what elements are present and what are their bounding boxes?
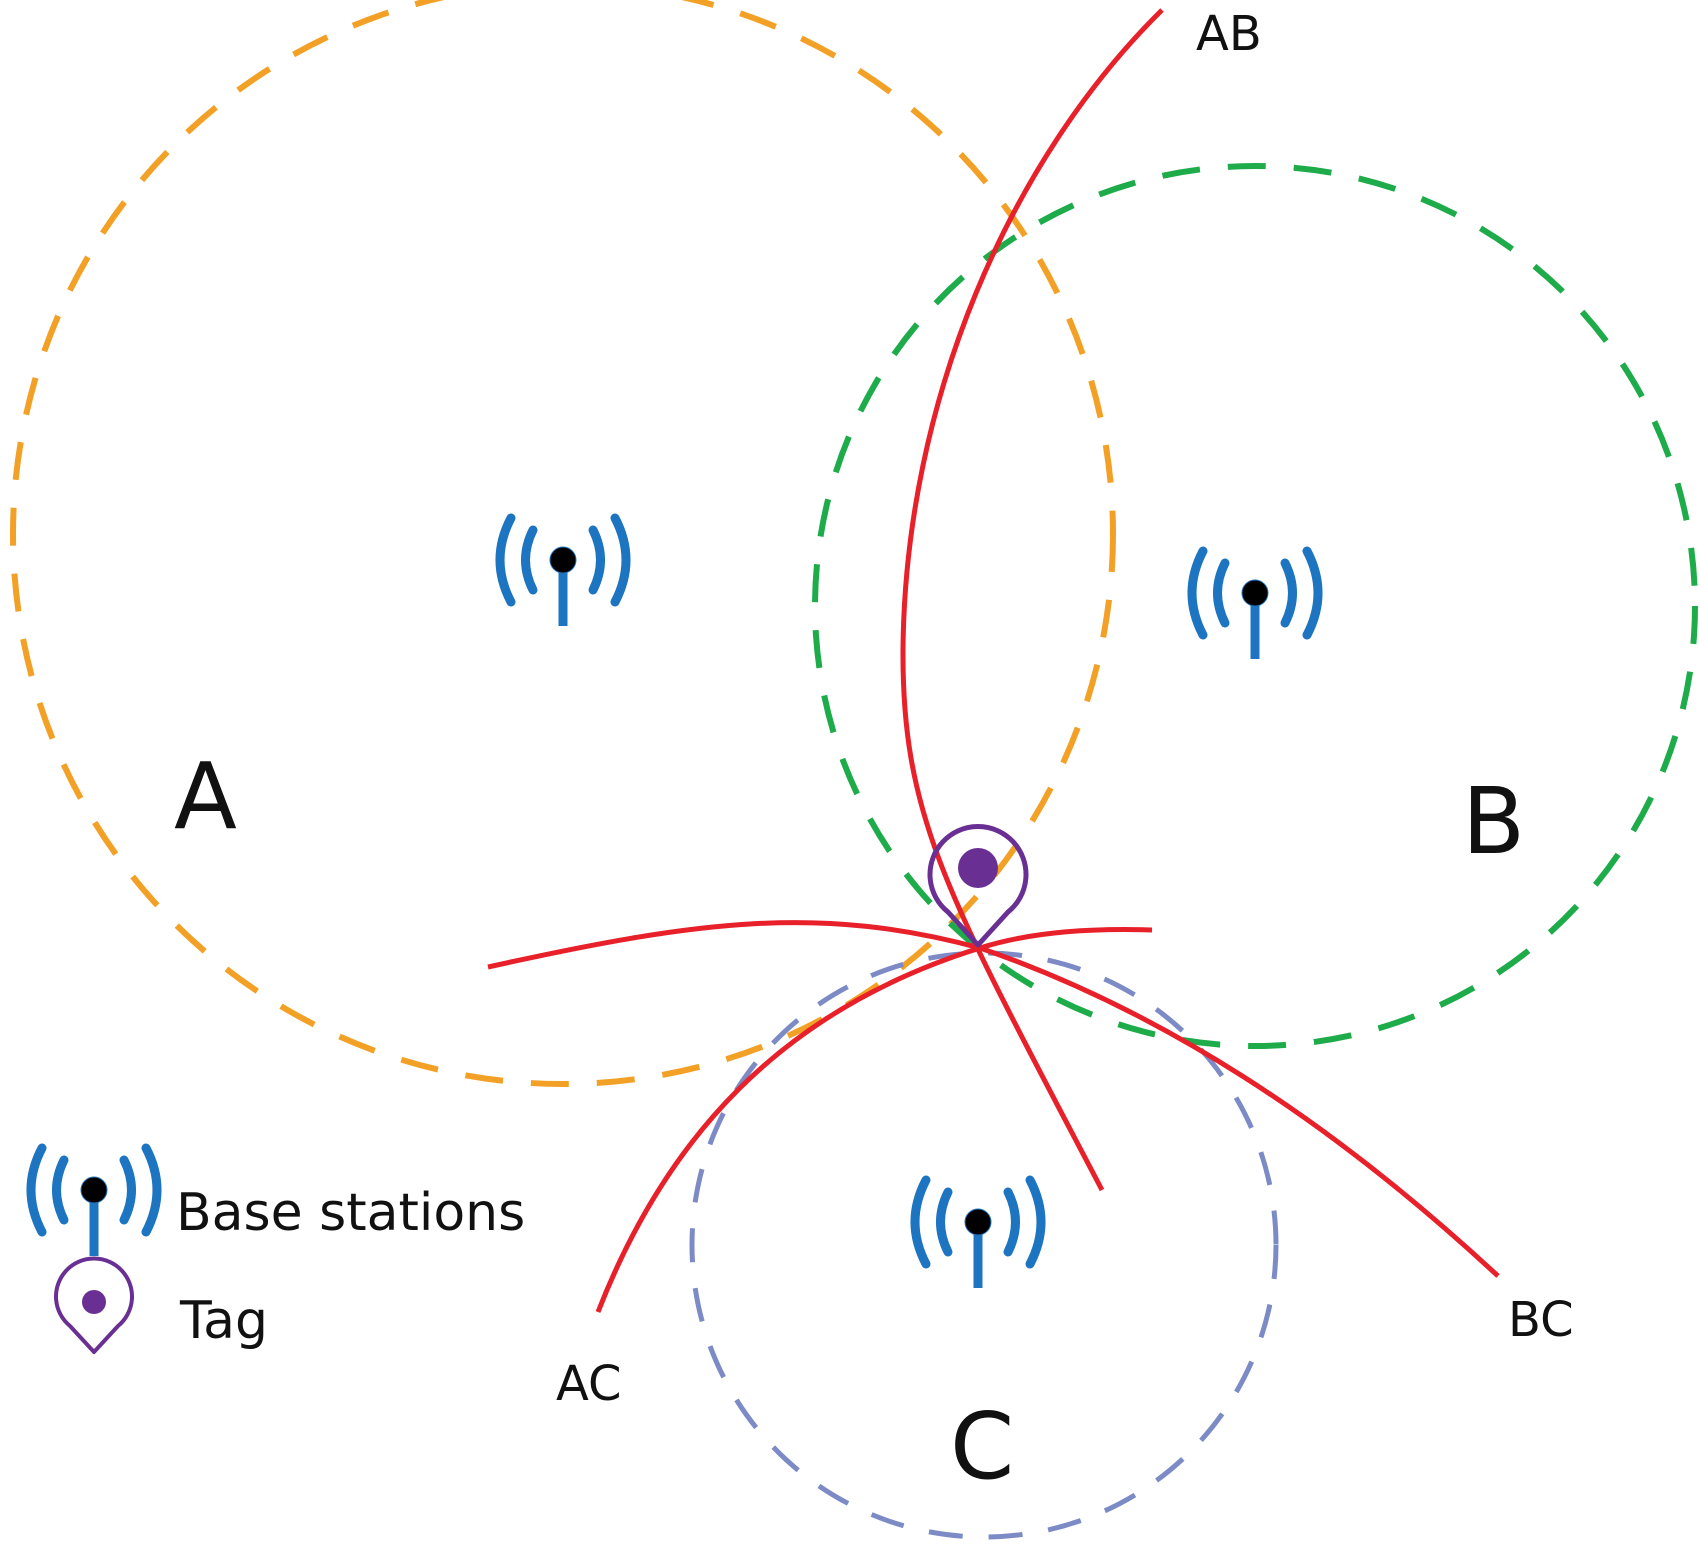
legend-item-tag: Tag <box>54 1256 268 1354</box>
station-label-a: A <box>174 743 237 850</box>
curve-label-ab: AB <box>1196 6 1262 62</box>
hyperbola-ac <box>487 920 989 1313</box>
coverage-circle-c <box>689 950 1279 1540</box>
station-label-b: B <box>1462 768 1525 875</box>
curve-label-bc: BC <box>1508 1292 1574 1348</box>
location-pin-icon <box>927 824 1029 948</box>
legend: Base stations Tag <box>31 1148 525 1354</box>
curve-label-ac: AC <box>556 1356 622 1412</box>
coverage-circle-b <box>812 163 1698 1049</box>
antenna-strokes <box>500 518 1318 1288</box>
hyperbola-bc <box>972 927 1500 1278</box>
legend-item-base-stations: Base stations <box>31 1148 525 1256</box>
location-pin-icon <box>54 1256 134 1354</box>
legend-label-tag: Tag <box>179 1291 268 1351</box>
station-label-c: C <box>950 1393 1014 1500</box>
hyperbola-ab <box>900 8 1164 1192</box>
coverage-circle-a <box>10 0 1116 1087</box>
legend-label-base-stations: Base stations <box>176 1183 525 1243</box>
